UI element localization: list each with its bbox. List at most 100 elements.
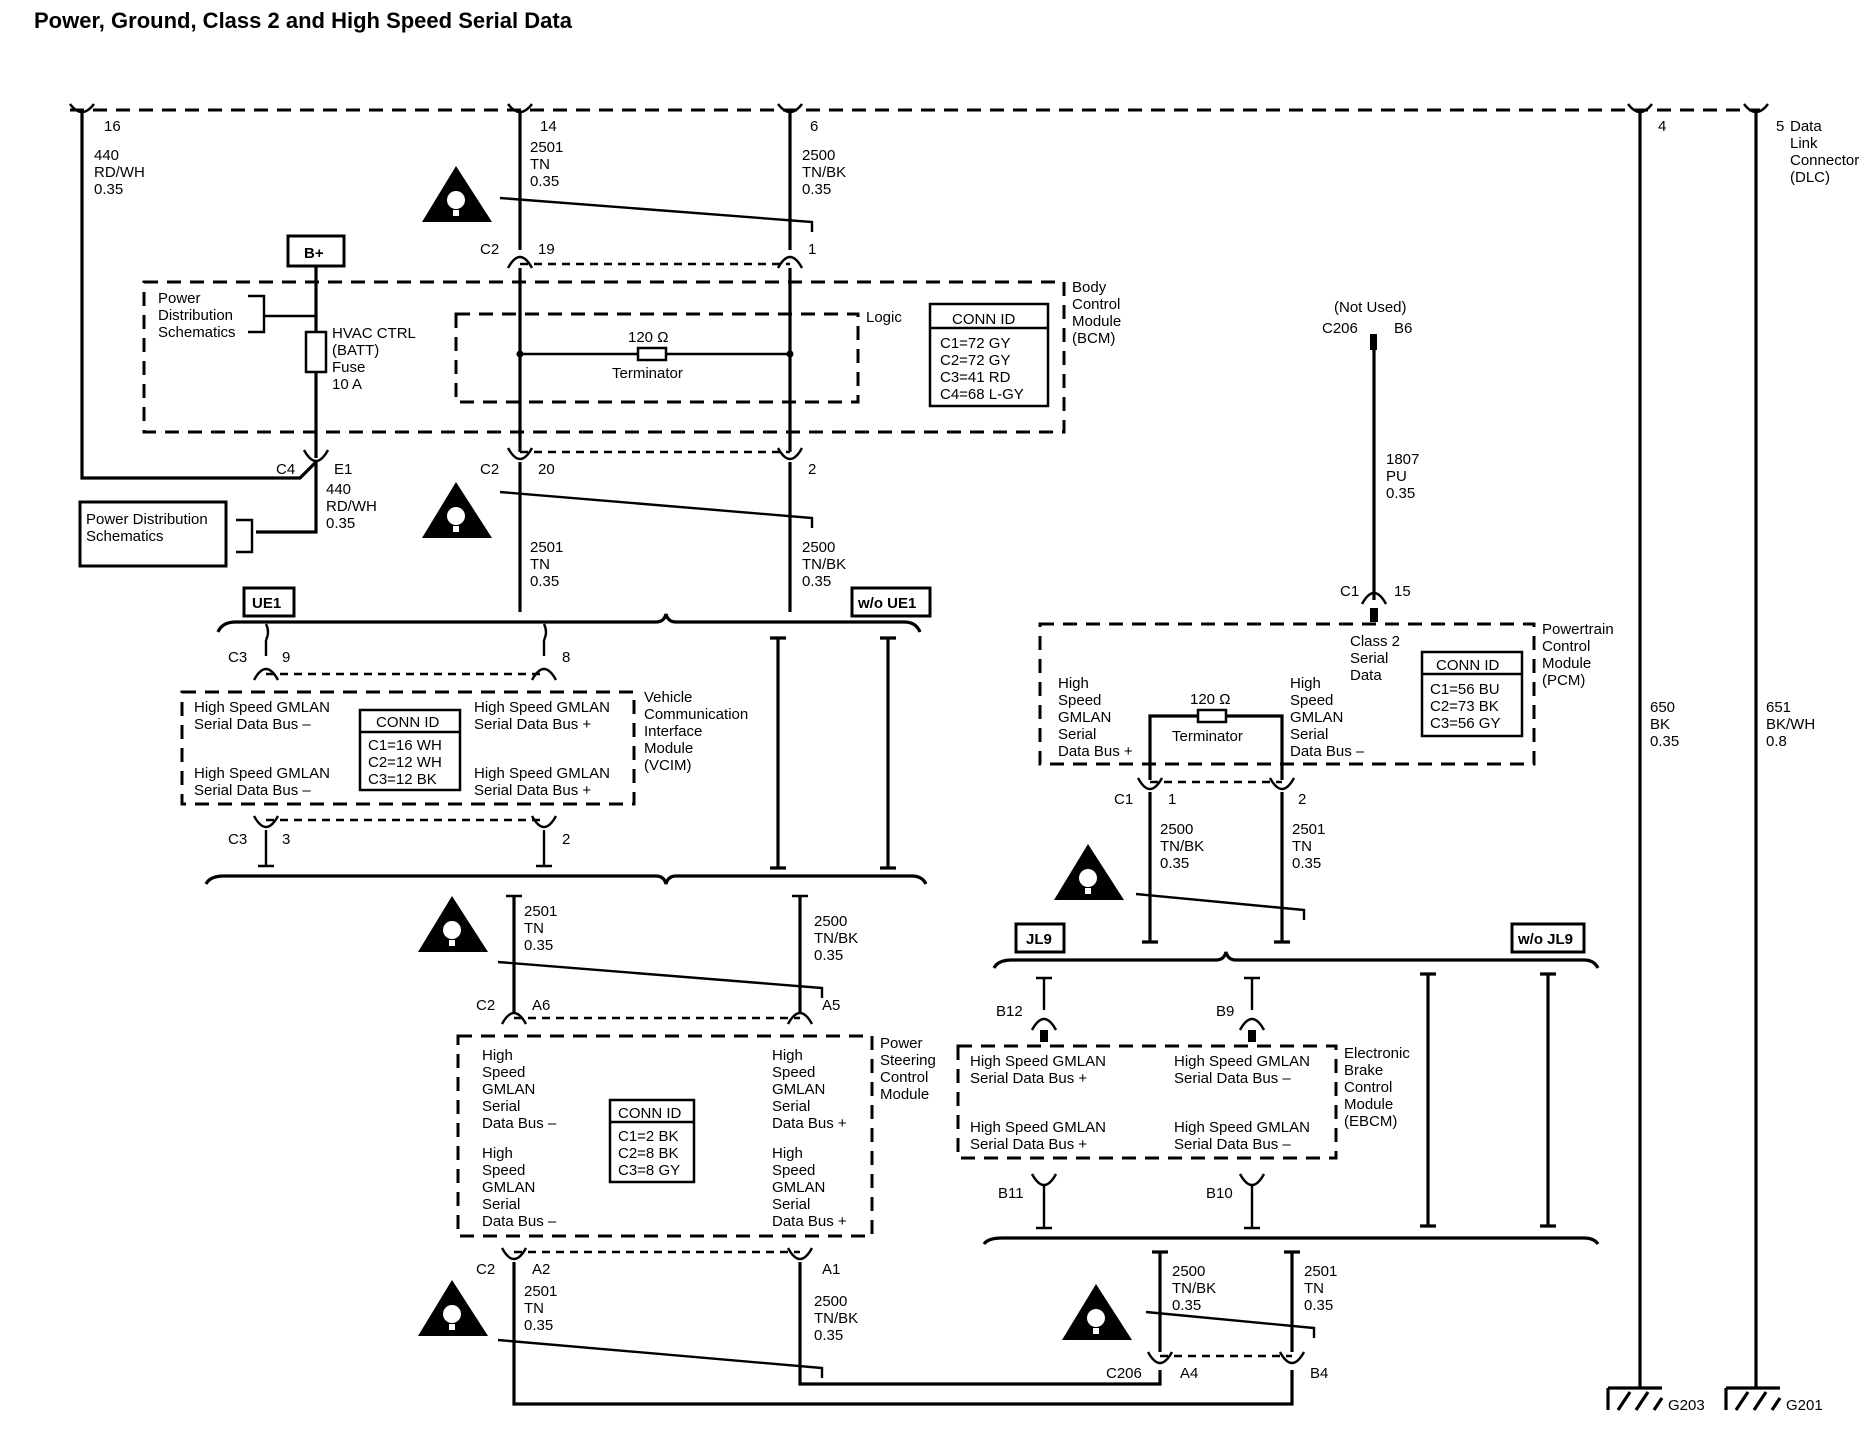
dlc-pin-4: 4 <box>1658 118 1666 135</box>
svg-text:Data Bus –: Data Bus – <box>482 1213 557 1230</box>
svg-text:19: 19 <box>538 241 555 258</box>
svg-text:Serial Data Bus –: Serial Data Bus – <box>1174 1070 1291 1087</box>
bcm-connector-c4: C4 E1 440 RD/WH 0.35 <box>256 449 377 534</box>
dlc-pin-6: 6 <box>810 118 818 135</box>
dlc-pin-5: 5 <box>1776 118 1784 135</box>
svg-text:C4=68 L-GY: C4=68 L-GY <box>940 386 1024 403</box>
svg-text:Speed: Speed <box>772 1064 815 1081</box>
svg-text:0.35: 0.35 <box>326 515 355 532</box>
terminator-resistor-icon <box>636 346 668 362</box>
svg-text:CONN ID: CONN ID <box>376 714 440 731</box>
svg-text:(EBCM): (EBCM) <box>1344 1113 1397 1130</box>
svg-text:0.35: 0.35 <box>524 937 553 954</box>
svg-text:GMLAN: GMLAN <box>482 1179 535 1196</box>
svg-text:2501: 2501 <box>1292 821 1325 838</box>
svg-text:Module: Module <box>1344 1096 1393 1113</box>
svg-text:B9: B9 <box>1216 1003 1234 1020</box>
svg-text:0.8: 0.8 <box>1766 733 1787 750</box>
svg-text:2500: 2500 <box>814 913 847 930</box>
svg-text:0.35: 0.35 <box>802 181 831 198</box>
svg-text:High: High <box>482 1145 513 1162</box>
svg-text:High: High <box>1058 675 1089 692</box>
svg-text:High: High <box>772 1145 803 1162</box>
svg-text:10 A: 10 A <box>332 376 362 393</box>
svg-text:TN: TN <box>530 556 550 573</box>
svg-text:G203: G203 <box>1668 1397 1705 1414</box>
svg-text:0.35: 0.35 <box>524 1317 553 1334</box>
svg-text:High Speed GMLAN: High Speed GMLAN <box>194 699 330 716</box>
terminator-resistor-icon <box>1196 708 1228 724</box>
svg-text:Control: Control <box>1344 1079 1392 1096</box>
svg-text:C1=16 WH: C1=16 WH <box>368 737 442 754</box>
svg-text:(BATT): (BATT) <box>332 342 379 359</box>
ground-symbol-icon: G201 <box>1724 1386 1823 1414</box>
svg-text:Electronic: Electronic <box>1344 1045 1410 1062</box>
svg-text:C3: C3 <box>228 649 247 666</box>
svg-text:Terminator: Terminator <box>612 365 683 382</box>
svg-text:Serial: Serial <box>1350 650 1388 667</box>
svg-text:GMLAN: GMLAN <box>1290 709 1343 726</box>
svg-text:8: 8 <box>562 649 570 666</box>
option-ue1: UE1 w/o UE1 <box>204 586 932 885</box>
svg-text:0.35: 0.35 <box>1650 733 1679 750</box>
svg-text:CONN ID: CONN ID <box>952 311 1016 328</box>
svg-text:GMLAN: GMLAN <box>772 1081 825 1098</box>
svg-text:2500: 2500 <box>802 147 835 164</box>
svg-text:2500: 2500 <box>1172 1263 1205 1280</box>
svg-text:C206: C206 <box>1106 1365 1142 1382</box>
svg-text:651: 651 <box>1766 699 1791 716</box>
svg-text:9: 9 <box>282 649 290 666</box>
svg-text:Module: Module <box>644 740 693 757</box>
svg-text:Logic: Logic <box>866 309 902 326</box>
svg-text:20: 20 <box>538 461 555 478</box>
svg-text:UE1: UE1 <box>252 595 281 612</box>
svg-text:Speed: Speed <box>482 1162 525 1179</box>
svg-text:2500: 2500 <box>814 1293 847 1310</box>
svg-text:High Speed GMLAN: High Speed GMLAN <box>970 1053 1106 1070</box>
svg-text:G201: G201 <box>1786 1397 1823 1414</box>
dlc-label-1: Data <box>1790 118 1822 135</box>
svg-text:A5: A5 <box>822 997 840 1014</box>
svg-text:Serial Data Bus +: Serial Data Bus + <box>970 1070 1087 1087</box>
svg-text:C2: C2 <box>476 997 495 1014</box>
bcm-connector-c2-top: C2 19 1 <box>480 241 816 269</box>
svg-text:B+: B+ <box>304 245 324 262</box>
dlc-pin-14: 14 <box>540 118 557 135</box>
svg-text:2501: 2501 <box>530 539 563 556</box>
svg-text:440: 440 <box>94 147 119 164</box>
svg-text:2501: 2501 <box>1304 1263 1337 1280</box>
svg-text:Serial Data Bus –: Serial Data Bus – <box>1174 1136 1291 1153</box>
svg-text:C206: C206 <box>1322 320 1358 337</box>
svg-text:2500: 2500 <box>802 539 835 556</box>
ebcm-wires: 2500 TN/BK 0.35 2501 TN 0.35 C206 A4 B4 <box>1106 1250 1337 1382</box>
svg-text:Speed: Speed <box>482 1064 525 1081</box>
svg-text:CONN ID: CONN ID <box>1436 657 1500 674</box>
svg-text:High: High <box>1290 675 1321 692</box>
svg-text:C1: C1 <box>1340 583 1359 600</box>
pscm-module: C2 A6 A5 Power Steering Control Module H… <box>456 997 936 1278</box>
svg-text:TN: TN <box>524 920 544 937</box>
svg-text:Power: Power <box>880 1035 923 1052</box>
svg-text:(Not Used): (Not Used) <box>1334 299 1407 316</box>
svg-text:Speed: Speed <box>772 1162 815 1179</box>
svg-text:BK/WH: BK/WH <box>1766 716 1815 733</box>
svg-text:RD/WH: RD/WH <box>94 164 145 181</box>
wire-440: 440 RD/WH 0.35 <box>80 112 318 480</box>
svg-text:C2=73 BK: C2=73 BK <box>1430 698 1499 715</box>
svg-text:Serial: Serial <box>772 1098 810 1115</box>
dlc-label-4: (DLC) <box>1790 169 1830 186</box>
svg-text:120 Ω: 120 Ω <box>1190 691 1230 708</box>
svg-text:C3=41 RD: C3=41 RD <box>940 369 1011 386</box>
svg-text:Data Bus –: Data Bus – <box>482 1115 557 1132</box>
svg-text:w/o JL9: w/o JL9 <box>1517 931 1573 948</box>
svg-text:0.35: 0.35 <box>530 173 559 190</box>
svg-text:0.35: 0.35 <box>94 181 123 198</box>
svg-text:PU: PU <box>1386 468 1407 485</box>
svg-text:TN: TN <box>530 156 550 173</box>
svg-text:C4: C4 <box>276 461 295 478</box>
svg-text:TN/BK: TN/BK <box>1172 1280 1216 1297</box>
svg-text:Serial: Serial <box>482 1196 520 1213</box>
svg-text:TN: TN <box>1304 1280 1324 1297</box>
svg-text:Schematics: Schematics <box>158 324 236 341</box>
svg-text:2: 2 <box>1298 791 1306 808</box>
